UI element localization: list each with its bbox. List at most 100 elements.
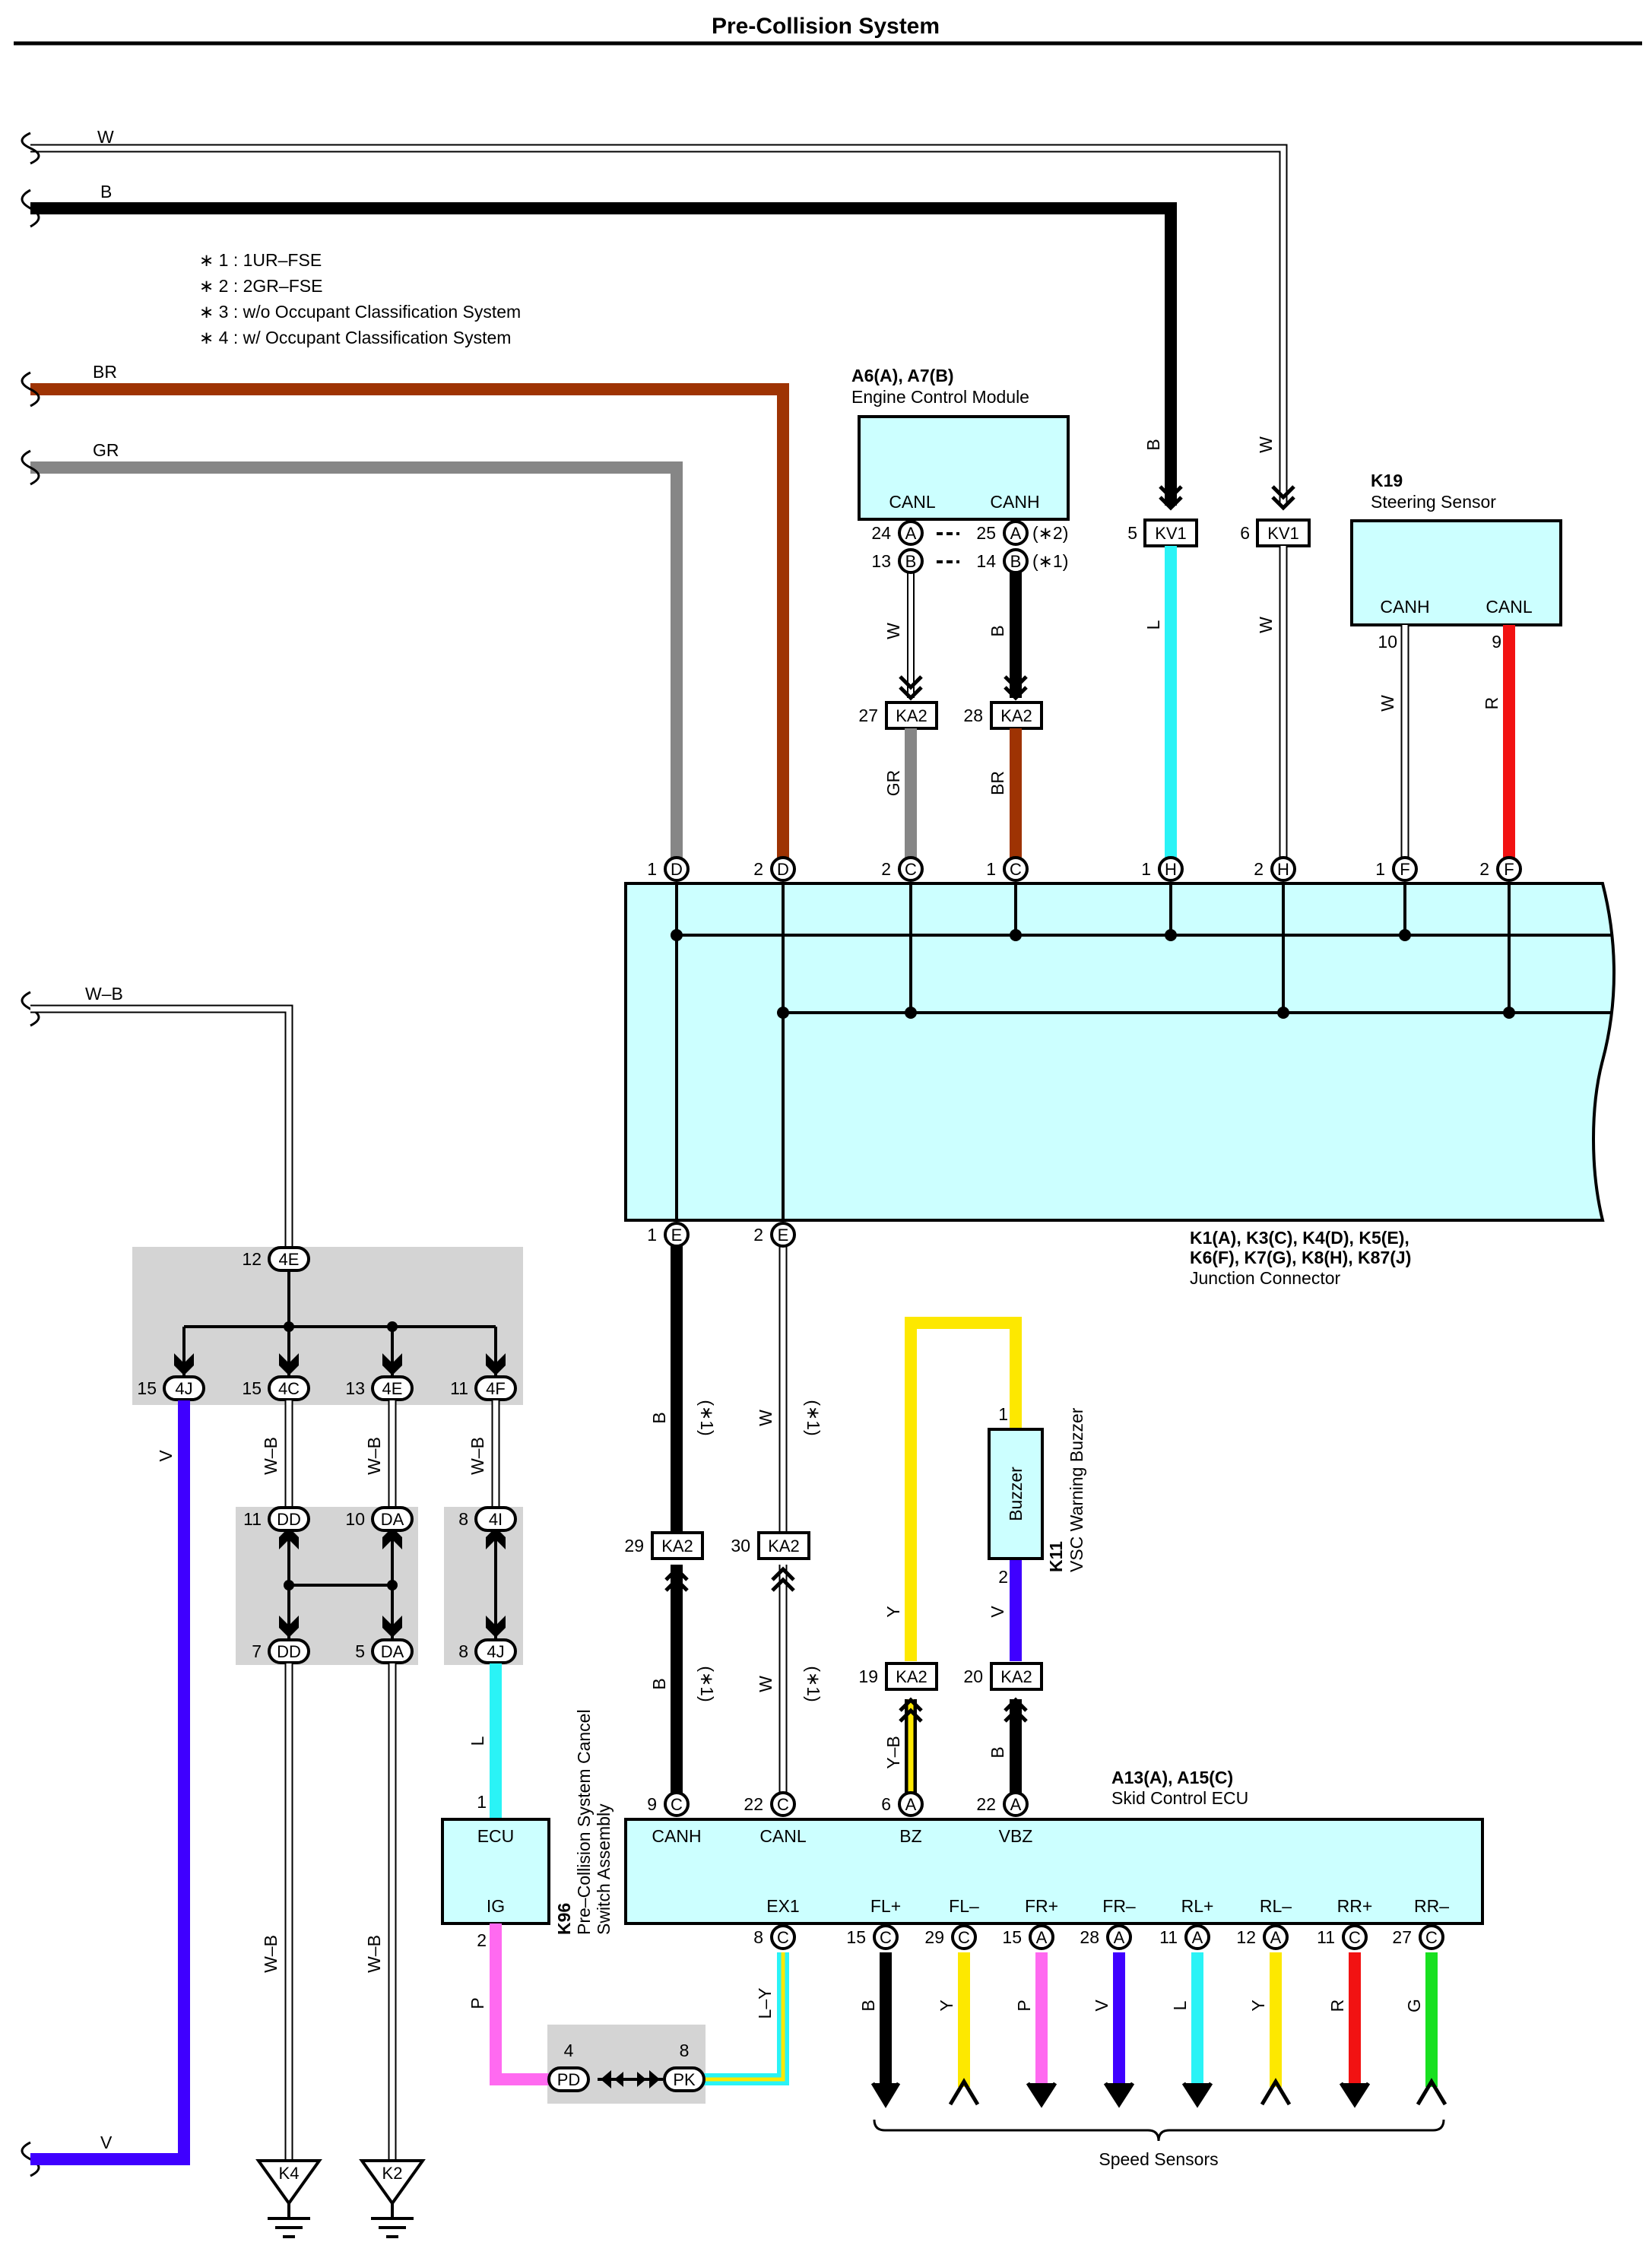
skid-top-terminals: C9 C22 A6 A22 — [647, 1791, 1029, 1817]
svg-text:28: 28 — [963, 706, 983, 725]
svg-text:2: 2 — [1479, 859, 1489, 879]
svg-text:28: 28 — [1080, 1927, 1099, 1947]
skid-bottom-terminals: C8 C15 C29 A15 A28 A11 A12 C11 C27 — [753, 1924, 1444, 1950]
steering-pin-canl: CANL — [1486, 597, 1533, 617]
svg-text:A: A — [1192, 1928, 1203, 1947]
svg-text:FR+: FR+ — [1025, 1896, 1058, 1916]
junction-connector-box — [624, 882, 1616, 1222]
svg-text:CANH: CANH — [652, 1826, 701, 1846]
kv1-connectors: KV1 5 KV1 6 — [1127, 485, 1311, 547]
svg-text:Y: Y — [937, 2000, 956, 2011]
svg-text:C: C — [777, 1928, 789, 1947]
svg-text:9: 9 — [647, 1794, 657, 1814]
svg-text:KV1: KV1 — [1267, 524, 1299, 543]
can-note-b-upper: (∗1) — [697, 1400, 717, 1435]
svg-text:RR–: RR– — [1414, 1896, 1449, 1916]
kv1-wire-in-b: B — [1143, 439, 1163, 450]
svg-text:PK: PK — [673, 2070, 696, 2089]
svg-text:F: F — [1400, 860, 1409, 879]
svg-text:8: 8 — [458, 1641, 468, 1661]
buzzer-box — [988, 1428, 1044, 1560]
wire-label-v-left: V — [156, 1450, 176, 1462]
splice-mid-arrows — [279, 1527, 506, 1638]
ecm-wire-label-w: W — [883, 623, 903, 639]
buzzer-pin-2: 2 — [998, 1567, 1008, 1587]
svg-text:1: 1 — [986, 859, 996, 879]
svg-text:C: C — [671, 1795, 683, 1814]
svg-text:G: G — [1404, 1999, 1424, 2012]
svg-text:24: 24 — [871, 523, 891, 543]
svg-text:KA2: KA2 — [661, 1537, 693, 1556]
svg-text:CANL: CANL — [759, 1826, 807, 1846]
svg-text:4I: 4I — [489, 1510, 503, 1529]
svg-text:4E: 4E — [279, 1250, 300, 1269]
svg-text:(∗1): (∗1) — [1032, 551, 1068, 571]
skid-bottom-labels: EX1 FL+ FL– FR+ FR– RL+ RL– RR+ RR– — [766, 1896, 1449, 1916]
svg-text:W–B: W–B — [364, 1437, 384, 1475]
junction-id-line2: K6(F), K7(G), K8(H), K87(J) — [1190, 1248, 1411, 1267]
svg-text:H: H — [1165, 860, 1177, 879]
switch-term-2: 2 — [477, 1930, 487, 1950]
buzzer-name: VSC Warning Buzzer — [1067, 1407, 1086, 1572]
speed-sensor-wire-labels: B Y P V L Y R G — [858, 1999, 1424, 2012]
can-note-b-lower: (∗1) — [697, 1666, 717, 1701]
svg-text:VBZ: VBZ — [999, 1826, 1033, 1846]
svg-text:11: 11 — [1159, 1927, 1178, 1947]
kv1-wire-out-l: L — [1143, 620, 1163, 630]
svg-text:E: E — [671, 1226, 683, 1245]
skid-box — [624, 1818, 1484, 1925]
svg-text:B: B — [858, 2000, 878, 2011]
ecm-name: Engine Control Module — [851, 387, 1029, 407]
junction-id-line1: K1(A), K3(C), K4(D), K5(E), — [1190, 1228, 1409, 1248]
svg-text:11: 11 — [243, 1509, 262, 1529]
svg-text:(∗2): (∗2) — [1032, 523, 1068, 543]
svg-text:C: C — [777, 1795, 789, 1814]
svg-text:RL+: RL+ — [1181, 1896, 1214, 1916]
switch-term-1: 1 — [477, 1792, 487, 1812]
wire-v-left — [30, 1400, 190, 2165]
svg-text:H: H — [1277, 860, 1289, 879]
steering-id: K19 — [1371, 471, 1403, 490]
svg-text:E: E — [778, 1226, 789, 1245]
svg-text:13: 13 — [345, 1378, 365, 1398]
switch-pin-ecu: ECU — [477, 1826, 515, 1846]
svg-text:2: 2 — [753, 1225, 763, 1245]
svg-text:4F: 4F — [486, 1379, 506, 1398]
svg-text:K2: K2 — [382, 2164, 403, 2183]
junction-dots — [671, 929, 1515, 1019]
svg-text:DA: DA — [381, 1642, 404, 1661]
ka2-27-28: KA2 27 KA2 28 — [858, 675, 1043, 730]
svg-text:BZ: BZ — [899, 1826, 921, 1846]
wire-w-top — [30, 144, 1288, 506]
wire-wb-left — [30, 1004, 293, 1247]
note-3: ∗ 3 : w/o Occupant Classification System — [199, 302, 521, 322]
svg-text:4C: 4C — [278, 1379, 300, 1398]
kv1-wire-in-w: W — [1256, 436, 1276, 453]
svg-text:6: 6 — [881, 1794, 891, 1814]
can-note-w-lower: (∗1) — [804, 1666, 823, 1701]
speed-sensors-brace — [873, 2119, 1445, 2142]
svg-text:15: 15 — [137, 1378, 157, 1398]
svg-text:27: 27 — [858, 706, 878, 725]
svg-text:10: 10 — [345, 1509, 365, 1529]
switch-wire-in: L — [468, 1736, 487, 1746]
svg-text:EX1: EX1 — [766, 1896, 799, 1916]
svg-text:5: 5 — [1127, 523, 1137, 543]
note-4: ∗ 4 : w/ Occupant Classification System — [199, 328, 511, 347]
svg-text:D: D — [777, 860, 789, 879]
svg-text:30: 30 — [731, 1536, 750, 1556]
svg-text:W–B: W–B — [364, 1935, 384, 1973]
switch-wire-out: P — [468, 1997, 487, 2009]
svg-text:D: D — [671, 860, 683, 879]
svg-text:C: C — [958, 1928, 970, 1947]
svg-text:2: 2 — [1254, 859, 1264, 879]
svg-text:7: 7 — [252, 1641, 262, 1661]
skid-wire-label-yb: Y–B — [883, 1736, 903, 1768]
splice-4e-dots — [284, 1321, 398, 1332]
svg-text:KV1: KV1 — [1155, 524, 1187, 543]
switch-box — [441, 1818, 550, 1925]
wire-ly-ex1 — [701, 1952, 789, 2085]
page-title: Pre-Collision System — [712, 14, 940, 39]
steering-wire-r: R — [1482, 697, 1501, 710]
